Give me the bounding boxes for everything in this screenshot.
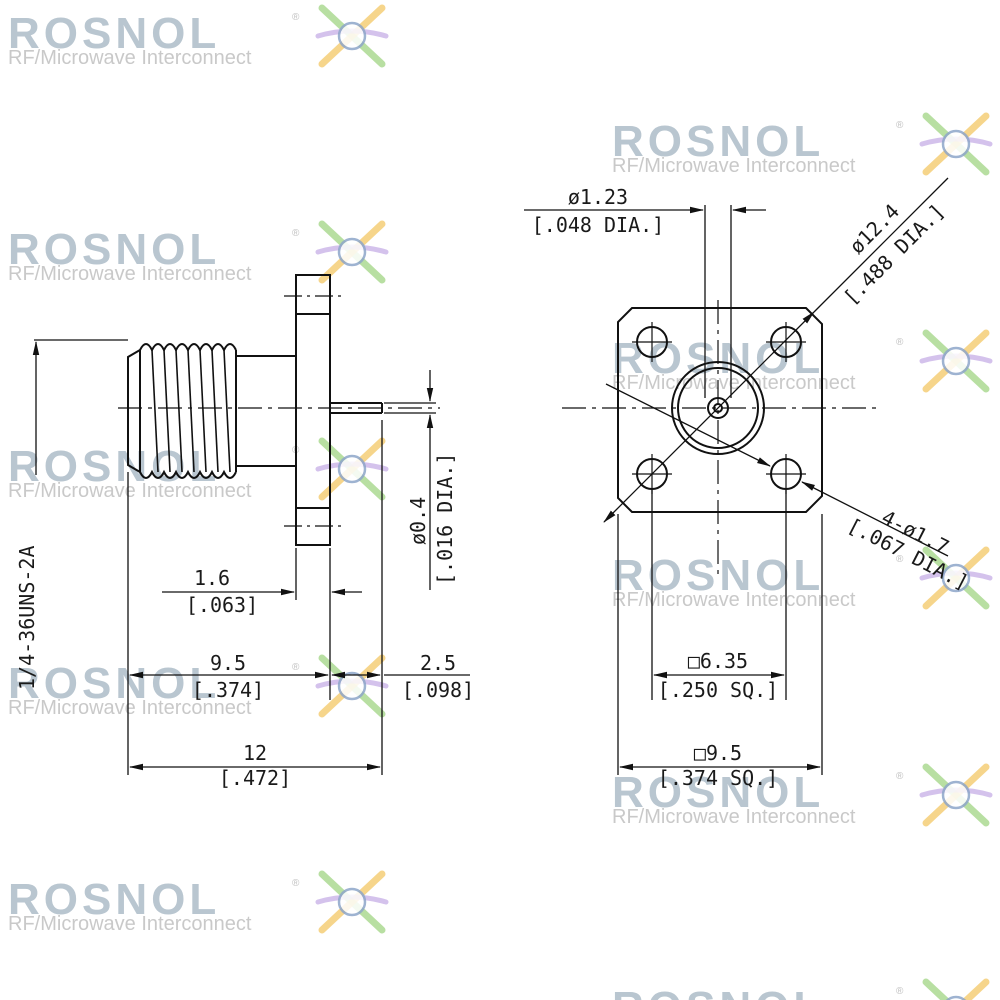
thread-dimension bbox=[32, 339, 128, 475]
watermark-tagline: RF/Microwave Interconnect bbox=[612, 806, 856, 828]
watermark-registered-mark: ® bbox=[896, 554, 904, 565]
watermark-registered-mark: ® bbox=[292, 878, 300, 889]
rosnol-logo-icon bbox=[922, 333, 990, 389]
threaded-body bbox=[127, 343, 296, 479]
watermark-tagline: RF/Microwave Interconnect bbox=[612, 589, 856, 611]
rosnol-logo-icon bbox=[318, 874, 386, 930]
watermark-tagline: RF/Microwave Interconnect bbox=[8, 47, 252, 69]
watermark-registered-mark: ® bbox=[896, 771, 904, 782]
overall-length-inch-label: [.472] bbox=[219, 766, 291, 790]
rosnol-logo-icon bbox=[318, 658, 386, 714]
overall-length-label: 12 bbox=[243, 741, 267, 765]
watermark-registered-mark: ® bbox=[896, 986, 904, 997]
center-pin-diameter-inch-label: [.048 DIA.] bbox=[532, 213, 664, 237]
front-view-labels: ø1.23 [.048 DIA.] ø12.4 [.488 DIA.] 4-ø1… bbox=[532, 185, 973, 790]
rosnol-logo-icon bbox=[318, 224, 386, 280]
rosnol-logo-icon bbox=[922, 116, 990, 172]
rosnol-logo-icon bbox=[318, 441, 386, 497]
watermark-registered-mark: ® bbox=[896, 120, 904, 131]
watermark-brand: ROSNOL bbox=[8, 659, 220, 708]
watermark-brand: ROSNOL bbox=[8, 225, 220, 274]
pin-diameter-label: ø0.4 bbox=[406, 497, 430, 545]
flange-thickness-inch-label: [.063] bbox=[186, 593, 258, 617]
flange-size-inch-label: [.374 SQ.] bbox=[658, 766, 778, 790]
watermark-tagline: RF/Microwave Interconnect bbox=[612, 372, 856, 394]
watermark-brand: ROSNOL bbox=[8, 875, 220, 924]
flange-thickness-label: 1.6 bbox=[194, 566, 230, 590]
thread-label: 1/4-36UNS-2A bbox=[15, 546, 39, 691]
hole-spacing-inch-label: [.250 SQ.] bbox=[658, 678, 778, 702]
contact-pin bbox=[330, 402, 383, 414]
watermark-tagline: RF/Microwave Interconnect bbox=[8, 913, 252, 935]
hole-spacing-label: □6.35 bbox=[688, 649, 748, 673]
front-view bbox=[524, 177, 949, 775]
watermark-registered-mark: ® bbox=[292, 228, 300, 239]
watermark-brand: ROSNOL bbox=[8, 9, 220, 58]
rosnol-logo-icon bbox=[318, 8, 386, 64]
side-view-labels: 1/4-36UNS-2A 1.6 [.063] 9.5 [.374] 2.5 [… bbox=[15, 453, 474, 790]
side-view bbox=[32, 274, 470, 775]
pin-length-inch-label: [.098] bbox=[402, 678, 474, 702]
watermark-tagline: RF/Microwave Interconnect bbox=[8, 697, 252, 719]
watermark-registered-mark: ® bbox=[292, 662, 300, 673]
body-length-inch-label: [.374] bbox=[192, 678, 264, 702]
watermark-brand: ROSNOL bbox=[612, 117, 824, 166]
watermark-brand: ROSNOL bbox=[612, 768, 824, 817]
body-length-label: 9.5 bbox=[210, 651, 246, 675]
flange-size-label: □9.5 bbox=[694, 741, 742, 765]
watermark-tagline: RF/Microwave Interconnect bbox=[612, 155, 856, 177]
rosnol-logo-icon bbox=[922, 767, 990, 823]
watermark-registered-mark: ® bbox=[292, 12, 300, 23]
watermark-brand: ROSNOL bbox=[612, 983, 824, 1000]
flange bbox=[284, 274, 342, 546]
watermark-tagline: RF/Microwave Interconnect bbox=[8, 263, 252, 285]
watermark-registered-mark: ® bbox=[896, 337, 904, 348]
watermark-tagline: RF/Microwave Interconnect bbox=[8, 480, 252, 502]
pin-diameter-inch-label: [.016 DIA.] bbox=[433, 453, 457, 585]
rosnol-logo-icon bbox=[922, 982, 990, 1000]
pin-length-label: 2.5 bbox=[420, 651, 456, 675]
center-pin-diameter-label: ø1.23 bbox=[568, 185, 628, 209]
